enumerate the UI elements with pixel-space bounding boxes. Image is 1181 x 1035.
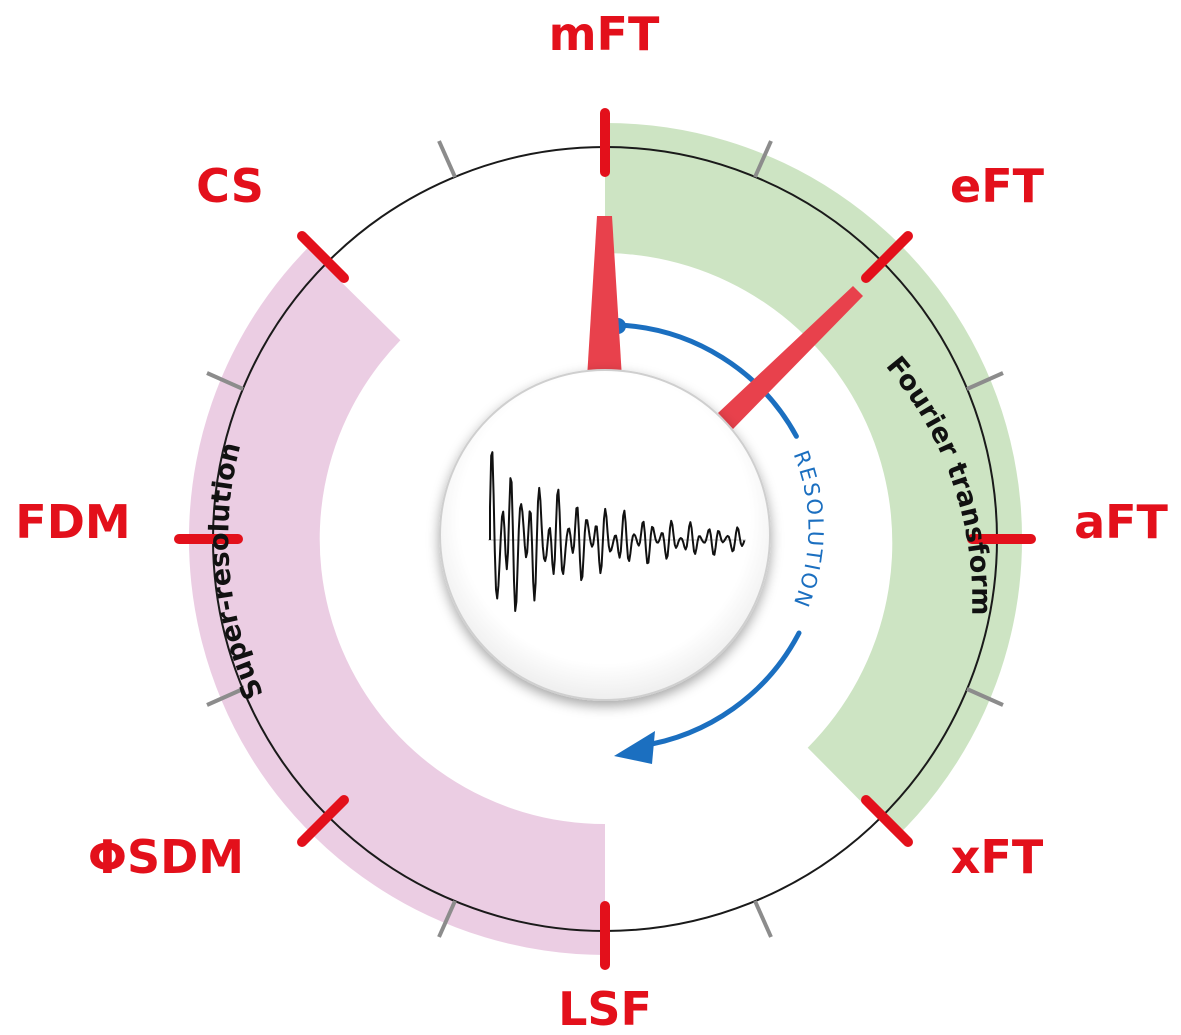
method-label-xft: xFT (951, 830, 1044, 884)
method-label-eft: eFT (950, 159, 1045, 213)
marker-eft (861, 231, 913, 283)
method-label-fdm: FDM (15, 495, 130, 549)
major-markers (174, 108, 1036, 970)
resolution-arrow-arc (616, 322, 802, 749)
signal-hub (439, 369, 771, 701)
needle-mft (587, 216, 622, 378)
resolution-arrowhead (614, 731, 655, 764)
method-label-phisdm: ΦSDM (88, 830, 244, 884)
super-resolution-band (188, 248, 605, 955)
method-label-lsf: LSF (558, 982, 652, 1035)
method-label-cs: CS (196, 159, 264, 213)
resolution-label: RESOLUTION (788, 447, 827, 612)
needle-eft (718, 286, 863, 429)
method-label-aft: aFT (1074, 495, 1168, 549)
minor-ticks (206, 140, 1004, 938)
marker-phisdm (297, 795, 349, 847)
method-label-mft: mFT (549, 7, 660, 61)
fid-signal-trace (489, 451, 746, 612)
marker-cs (297, 231, 349, 283)
marker-xft (861, 795, 913, 847)
